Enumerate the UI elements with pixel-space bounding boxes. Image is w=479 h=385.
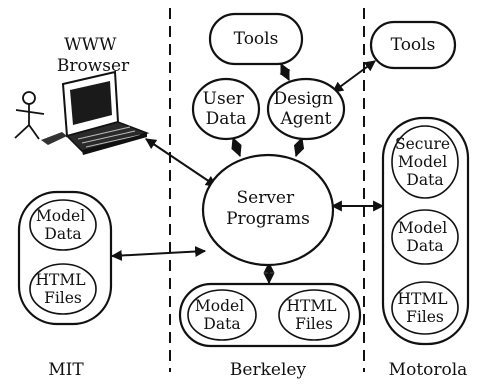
- svg-text:Model Data: Model Data: [398, 219, 452, 255]
- svg-text:Design Agent: Design Agent: [273, 89, 338, 129]
- connector-mit-server: [110, 246, 207, 261]
- user-data-node: User Data: [191, 77, 261, 141]
- berkeley-data-group: Model Data HTML Files: [178, 282, 362, 348]
- svg-text:Tools: Tools: [391, 35, 436, 55]
- svg-text:User Data: User Data: [203, 89, 250, 129]
- svg-text:Server Programs: Server Programs: [226, 188, 310, 229]
- svg-text:Secure Model D: Secure Model Data: [395, 135, 455, 189]
- site-label-motorola: Motorola: [389, 360, 468, 380]
- svg-text:Model Data: Model Data: [195, 297, 249, 333]
- tools-motorola-node: Tools: [369, 20, 457, 70]
- www-browser-label: WWW Browser: [57, 35, 130, 76]
- mit-data-group: Model Data HTML Files: [17, 190, 113, 326]
- tools-berkeley-node: Tools: [208, 12, 304, 66]
- site-label-mit: MIT: [48, 360, 84, 380]
- berkeley-model-data-node: Model Data: [187, 289, 257, 341]
- svg-text:Model Data: Model Data: [36, 207, 90, 243]
- design-agent-node: Design Agent: [266, 77, 346, 141]
- connector-userdata-server: [231, 136, 242, 158]
- site-label-berkeley: Berkeley: [230, 360, 307, 380]
- motorola-html-files-node: HTML Files: [391, 281, 459, 335]
- motorola-secure-model-data-node: Secure Model Data: [391, 125, 459, 199]
- laptop-icon: [41, 70, 150, 155]
- svg-text:Tools: Tools: [234, 29, 279, 49]
- svg-text:HTML Files: HTML Files: [398, 290, 453, 326]
- mit-model-data-node: Model Data: [29, 199, 97, 251]
- person-icon: [14, 91, 45, 140]
- berkeley-html-files-node: HTML Files: [278, 289, 350, 341]
- connector-browser-server: [145, 138, 217, 187]
- user-stick-figure: [14, 91, 45, 140]
- motorola-data-group: Secure Model Data Model Data HTML Files: [381, 116, 470, 346]
- connector-tools-agent: [279, 63, 291, 81]
- server-programs-node: Server Programs: [201, 153, 335, 267]
- svg-text:HTML Files: HTML Files: [36, 271, 91, 307]
- svg-text:HTML Files: HTML Files: [287, 297, 342, 333]
- connector-motorola-tools-agent: [332, 60, 376, 93]
- connector-agent-server: [293, 136, 305, 158]
- mit-html-files-node: HTML Files: [29, 263, 97, 315]
- motorola-model-data-node: Model Data: [391, 209, 459, 265]
